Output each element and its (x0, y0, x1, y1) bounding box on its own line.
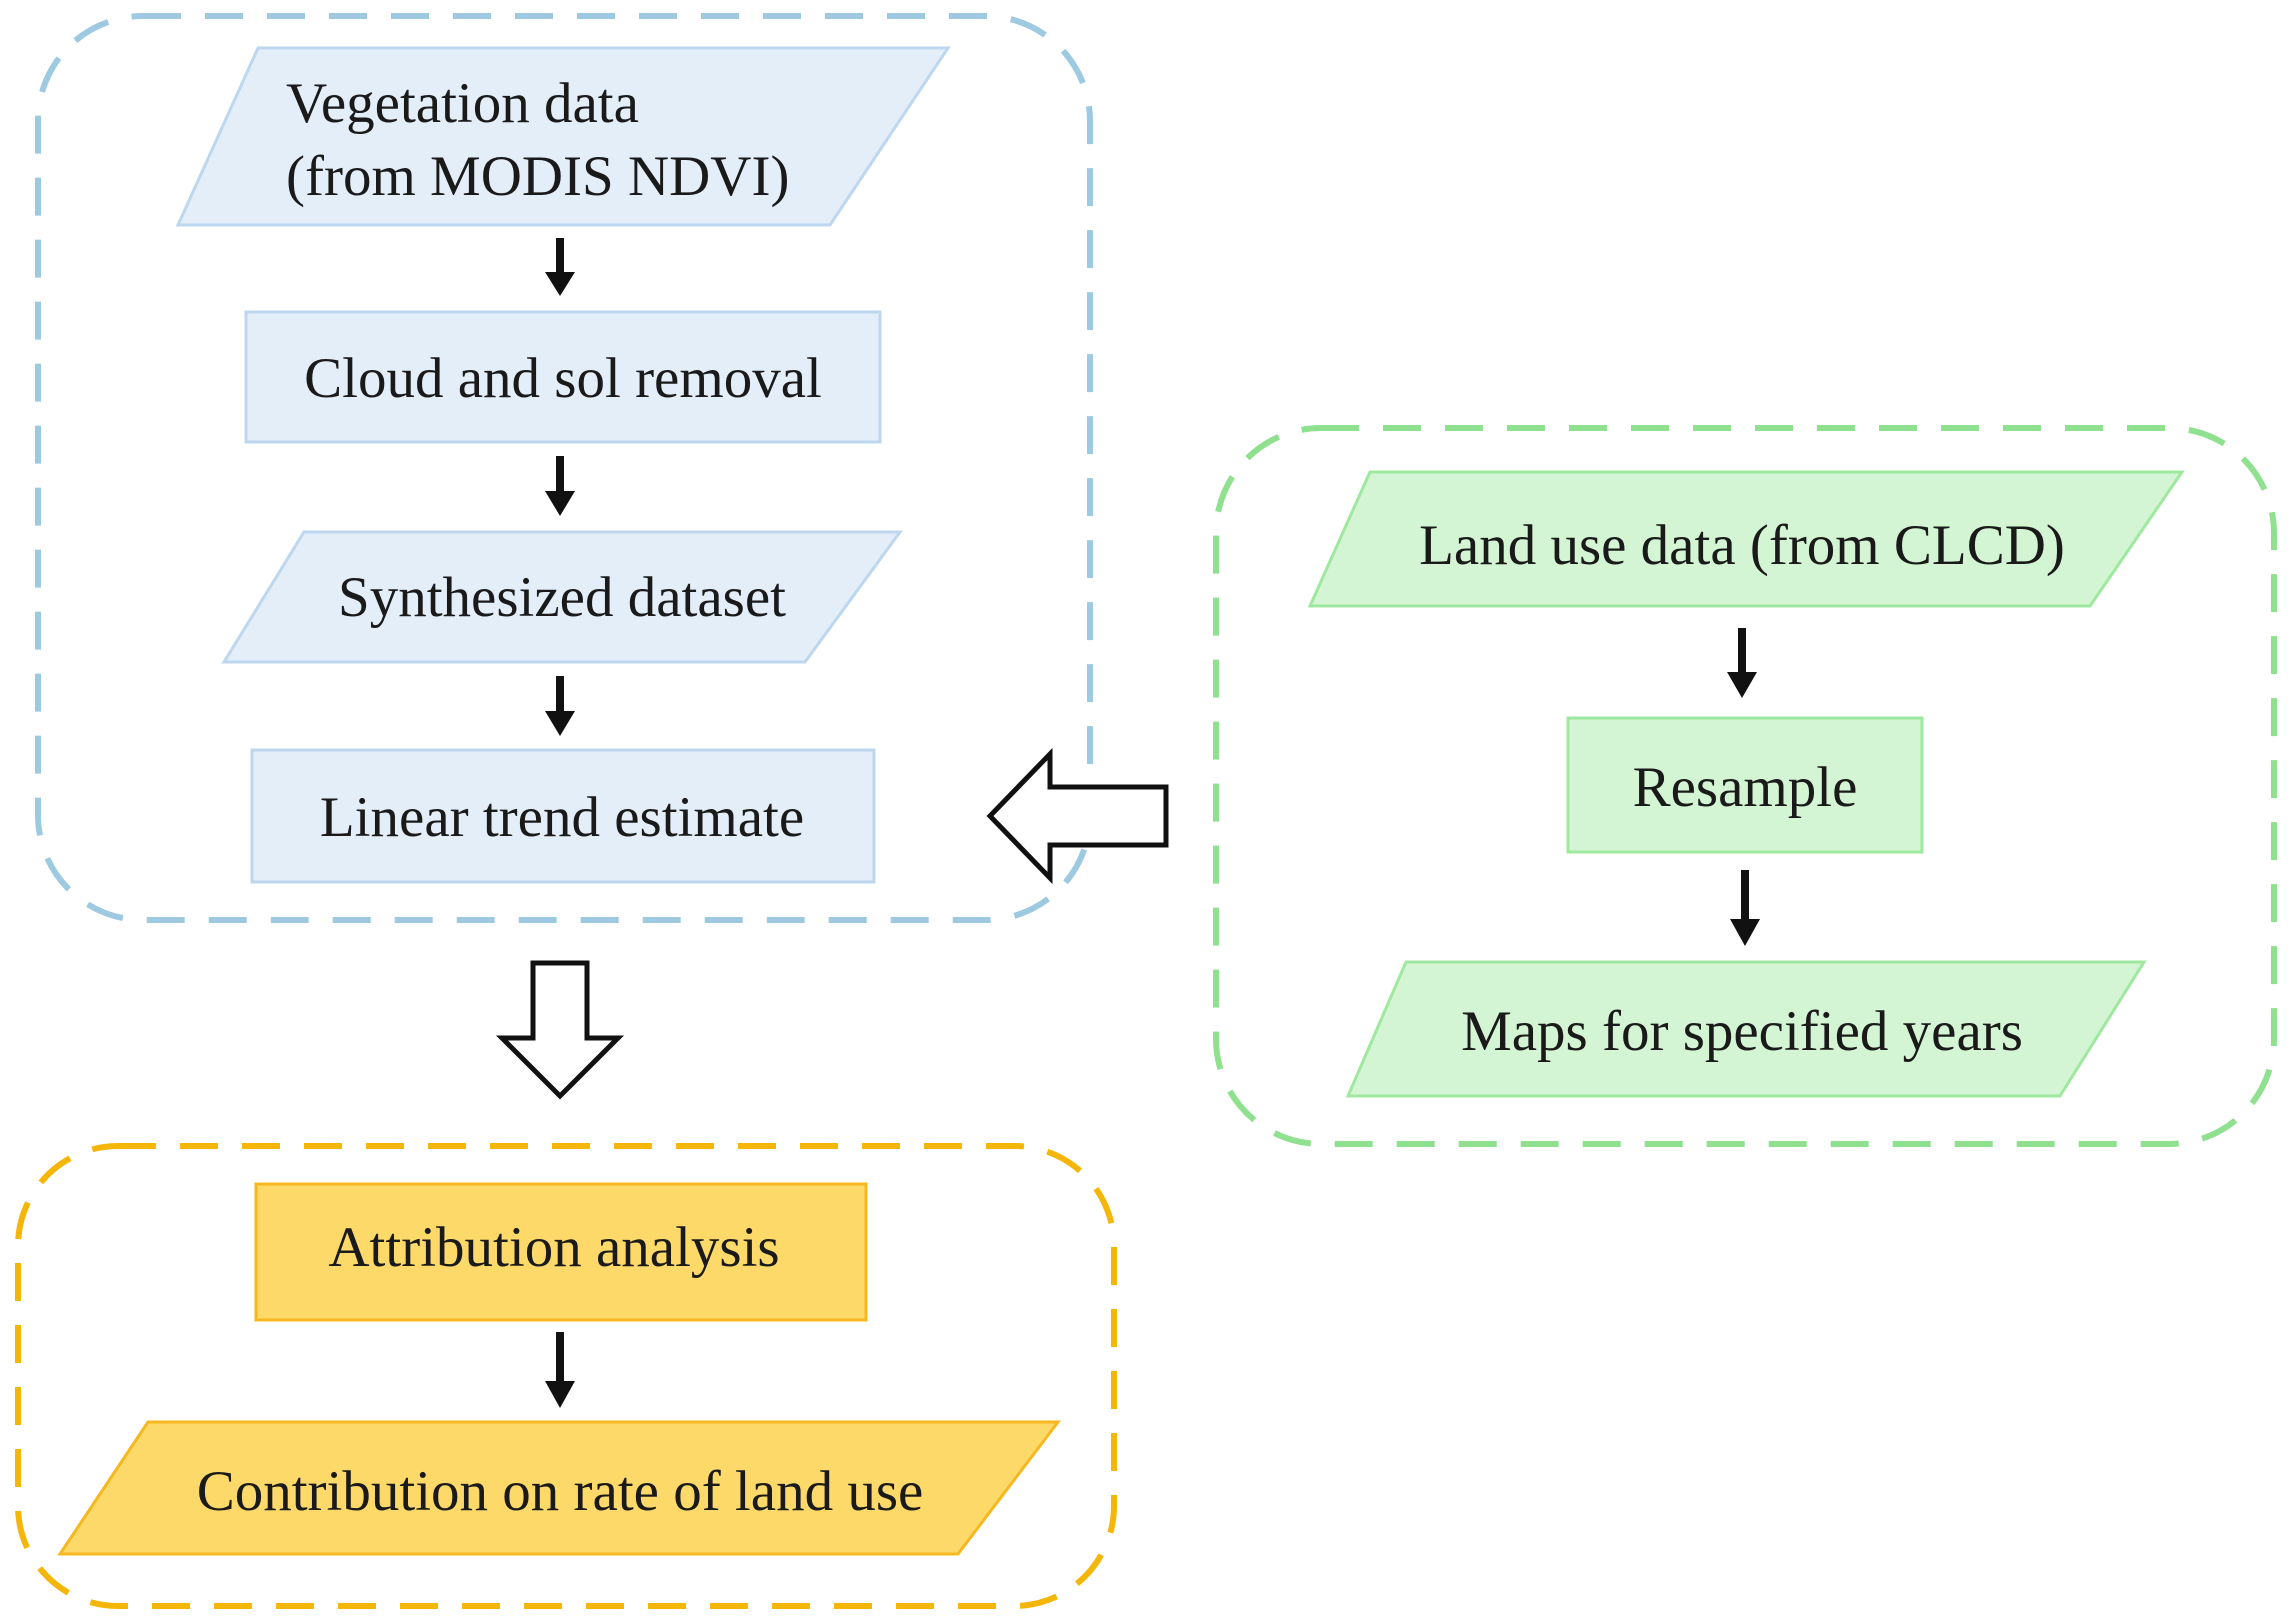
maps-years-label: Maps for specified years (1461, 1000, 2023, 1063)
down-arrow-6 (545, 1332, 575, 1408)
contribution-node (57, 1420, 1062, 1556)
down-hollow-arrow (495, 960, 625, 1100)
linear-trend-label: Linear trend estimate (320, 786, 804, 849)
land-use-group-border (1213, 425, 2277, 1147)
vegetation-data-label-line2: (from MODIS NDVI) (286, 145, 789, 208)
attribution-group-border (15, 1143, 1117, 1609)
resample-node (1566, 716, 1924, 854)
down-arrow-1 (545, 238, 575, 296)
attribution-analysis-node (254, 1182, 868, 1322)
land-use-data-label: Land use data (from CLCD) (1419, 514, 2065, 577)
vegetation-data-label-line1: Vegetation data (286, 72, 639, 135)
down-arrow-3 (545, 676, 575, 736)
resample-label: Resample (1633, 756, 1858, 819)
contribution-label: Contribution on rate of land use (197, 1460, 924, 1523)
land-use-data-node (1307, 470, 2185, 608)
left-hollow-arrow (986, 747, 1169, 885)
vegetation-data-node (175, 46, 951, 227)
down-arrow-5 (1730, 870, 1760, 946)
down-arrow-2 (545, 456, 575, 516)
synthesized-dataset-node (221, 530, 903, 664)
cloud-removal-label: Cloud and sol removal (304, 347, 822, 410)
cloud-removal-node (244, 310, 882, 444)
synthesized-dataset-label: Synthesized dataset (338, 566, 786, 629)
linear-trend-node (250, 748, 876, 884)
maps-years-node (1345, 960, 2147, 1098)
down-arrow-4 (1727, 628, 1757, 698)
attribution-analysis-label: Attribution analysis (328, 1216, 779, 1279)
